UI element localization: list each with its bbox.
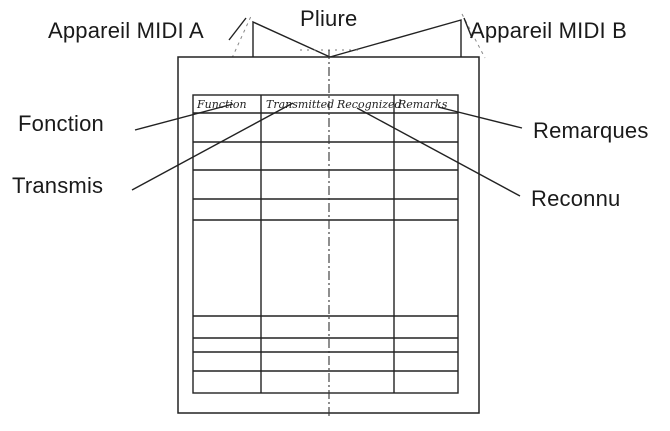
label-transmitted: Transmis [12, 173, 104, 198]
leader-device-a [228, 17, 247, 41]
header-function: Function [196, 98, 247, 111]
chart-page [177, 56, 480, 414]
label-fold: Pliure [300, 6, 358, 31]
chart-table [192, 94, 459, 394]
header-transmitted: Transmitted [266, 98, 334, 111]
leader-function [134, 103, 234, 131]
label-function: Fonction [18, 111, 104, 136]
table-frame [192, 94, 459, 394]
label-device-b: Appareil MIDI B [470, 18, 628, 43]
leader-remarks [437, 106, 523, 129]
label-recognized: Reconnu [531, 186, 621, 211]
header-remarks: Remarks [397, 98, 448, 111]
leader-transmitted [131, 102, 294, 191]
folded-sheets [231, 13, 486, 59]
header-recognized: Recognized [336, 98, 402, 111]
label-remarks: Remarques [533, 118, 649, 143]
fold-crease-hint [231, 13, 486, 59]
right-fold-sheet [329, 19, 462, 58]
callout-lines [131, 17, 523, 197]
leader-recognized [356, 107, 521, 197]
label-device-a: Appareil MIDI A [48, 18, 204, 43]
leader-device-b [463, 17, 473, 39]
left-fold-sheet [252, 20, 331, 58]
